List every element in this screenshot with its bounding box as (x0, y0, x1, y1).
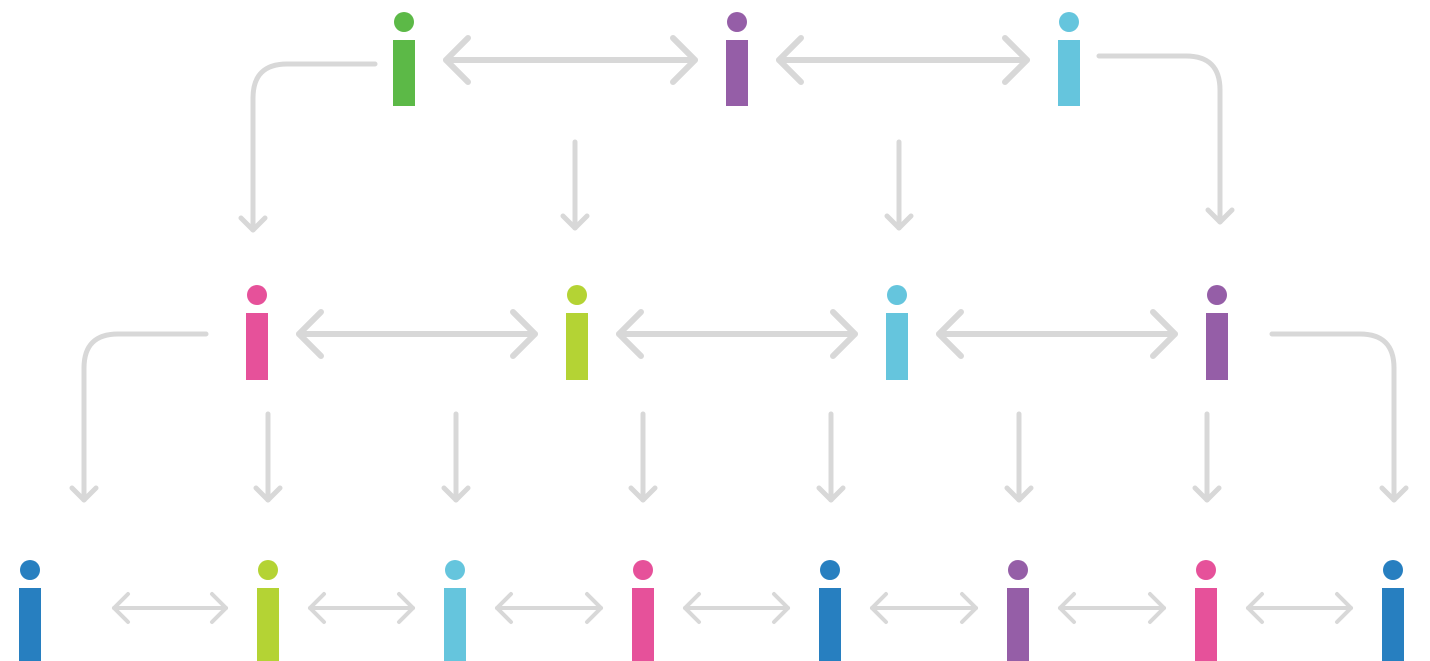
double-arrow-middle-5-icon (936, 309, 1178, 359)
figure-head (1207, 285, 1227, 305)
middle-straight-5-down-arrow-icon (816, 411, 846, 503)
figure-head (1059, 12, 1079, 32)
double-arrow-bottom-12-icon (1246, 592, 1353, 624)
figure-head (247, 285, 267, 305)
top-figure-1-person-icon (393, 12, 415, 106)
figure-body (1382, 588, 1404, 661)
double-arrow-middle-4-icon (616, 309, 858, 359)
middle-straight-3-down-arrow-icon (441, 411, 471, 503)
figure-body (444, 588, 466, 661)
figure-head (1383, 560, 1403, 580)
figure-body (632, 588, 654, 661)
middle-straight-2-down-arrow-icon (253, 411, 283, 503)
figure-body (566, 313, 588, 380)
figure-body (819, 588, 841, 661)
figure-head (394, 12, 414, 32)
double-arrow-bottom-8-icon (495, 592, 603, 624)
top-straight-3-down-arrow-icon (884, 139, 914, 231)
figure-head (20, 560, 40, 580)
middle-figure-3-person-icon (886, 285, 908, 380)
double-arrow-bottom-9-icon (683, 592, 790, 624)
double-arrow-bottom-7-icon (308, 592, 415, 624)
figure-head (1196, 560, 1216, 580)
figures-layer (19, 12, 1404, 661)
middle-figure-2-person-icon (566, 285, 588, 380)
middle-straight-6-down-arrow-icon (1004, 411, 1034, 503)
figure-head (258, 560, 278, 580)
figure-head (633, 560, 653, 580)
top-elbow-left-1-elbow-arrow-icon (238, 61, 378, 233)
connectors-layer (69, 35, 1409, 624)
double-arrow-bottom-11-icon (1058, 592, 1166, 624)
top-figure-3-person-icon (1058, 12, 1080, 106)
double-arrow-top-2-icon (776, 35, 1030, 85)
figure-body (393, 40, 415, 106)
figure-body (1007, 588, 1029, 661)
figure-head (445, 560, 465, 580)
bottom-figure-4-person-icon (632, 560, 654, 661)
bottom-figure-2-person-icon (257, 560, 279, 661)
figure-body (886, 313, 908, 380)
double-arrow-bottom-6-icon (112, 592, 228, 624)
bottom-figure-1-person-icon (19, 560, 41, 661)
top-figure-2-person-icon (726, 12, 748, 106)
figure-body (1206, 313, 1228, 380)
bottom-figure-5-person-icon (819, 560, 841, 661)
double-arrow-middle-3-icon (296, 309, 538, 359)
figure-body (246, 313, 268, 380)
figure-head (820, 560, 840, 580)
top-elbow-right-4-elbow-arrow-icon (1096, 53, 1235, 225)
middle-figure-1-person-icon (246, 285, 268, 380)
figure-head (1008, 560, 1028, 580)
middle-straight-4-down-arrow-icon (628, 411, 658, 503)
figure-body (1195, 588, 1217, 661)
middle-elbow-left-1-elbow-arrow-icon (69, 331, 209, 503)
figure-body (1058, 40, 1080, 106)
bottom-figure-7-person-icon (1195, 560, 1217, 661)
figure-head (567, 285, 587, 305)
middle-figure-4-person-icon (1206, 285, 1228, 380)
figure-body (726, 40, 748, 106)
figure-body (19, 588, 41, 661)
double-arrow-bottom-10-icon (870, 592, 978, 624)
bottom-figure-3-person-icon (444, 560, 466, 661)
bottom-figure-8-person-icon (1382, 560, 1404, 661)
figure-head (887, 285, 907, 305)
double-arrow-top-1-icon (443, 35, 698, 85)
middle-elbow-right-8-elbow-arrow-icon (1269, 331, 1409, 503)
middle-straight-7-down-arrow-icon (1192, 411, 1222, 503)
top-straight-2-down-arrow-icon (560, 139, 590, 231)
figure-body (257, 588, 279, 661)
bottom-figure-6-person-icon (1007, 560, 1029, 661)
figure-head (727, 12, 747, 32)
